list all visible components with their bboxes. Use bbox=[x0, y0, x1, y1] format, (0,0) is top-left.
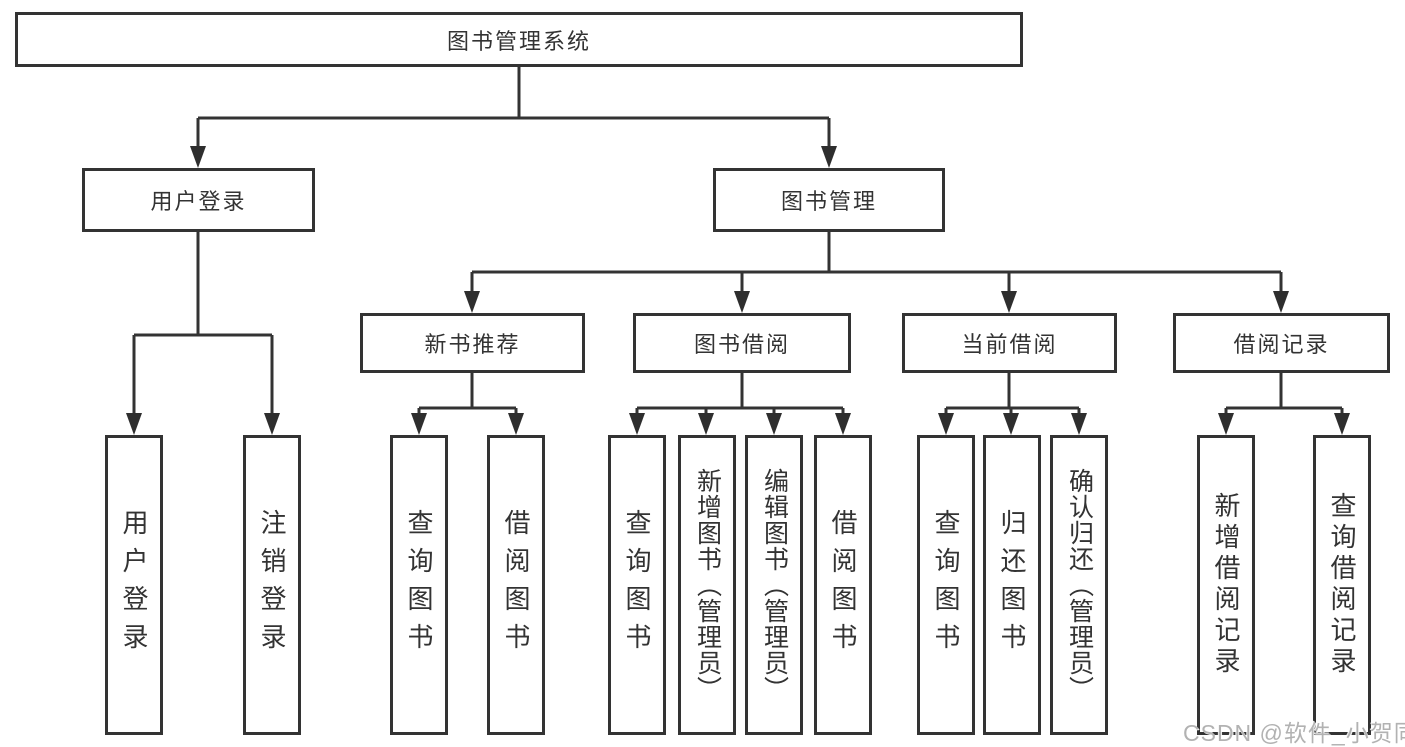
node-current-borrow: 当前借阅 bbox=[902, 313, 1117, 373]
node-user-login: 用户登录 bbox=[82, 168, 315, 232]
leaf-label: 编辑图书（管理员） bbox=[760, 468, 789, 702]
arrow-down-icon bbox=[1001, 291, 1017, 313]
leaf-borrow-books-recommend: 借阅图书 bbox=[487, 435, 545, 735]
node-borrow-records: 借阅记录 bbox=[1173, 313, 1390, 373]
leaf-add-book-admin: 新增图书（管理员） bbox=[678, 435, 736, 735]
connector-current-borrow-to-leaves bbox=[938, 373, 1087, 435]
leaf-label: 查询图书 bbox=[931, 509, 961, 661]
arrow-down-icon bbox=[835, 413, 851, 435]
leaf-label: 用户登录 bbox=[119, 509, 149, 661]
leaf-edit-book-admin: 编辑图书（管理员） bbox=[745, 435, 803, 735]
arrow-down-icon bbox=[508, 413, 524, 435]
node-new-book-recommend: 新书推荐 bbox=[360, 313, 585, 373]
leaf-return-books: 归还图书 bbox=[983, 435, 1041, 735]
leaf-label: 归还图书 bbox=[997, 509, 1027, 661]
leaf-query-borrow-record: 查询借阅记录 bbox=[1313, 435, 1371, 735]
arrow-down-icon bbox=[1334, 413, 1350, 435]
arrow-down-icon bbox=[821, 146, 837, 168]
leaf-label: 查询借阅记录 bbox=[1327, 492, 1357, 678]
arrow-down-icon bbox=[766, 413, 782, 435]
connector-user-login-to-leaves bbox=[126, 232, 280, 435]
node-library-management-system: 图书管理系统 bbox=[15, 12, 1023, 67]
arrow-down-icon bbox=[190, 146, 206, 168]
leaf-label: 查询图书 bbox=[404, 509, 434, 661]
connector-borrow-records-to-leaves bbox=[1218, 373, 1350, 435]
arrow-down-icon bbox=[1003, 413, 1019, 435]
arrow-down-icon bbox=[1071, 413, 1087, 435]
leaf-label: 注销登录 bbox=[257, 509, 287, 661]
arrow-down-icon bbox=[629, 413, 645, 435]
node-book-management: 图书管理 bbox=[713, 168, 945, 232]
leaf-label: 借阅图书 bbox=[828, 509, 858, 661]
arrow-down-icon bbox=[734, 291, 750, 313]
leaf-query-books-recommend: 查询图书 bbox=[390, 435, 448, 735]
leaf-label: 新增借阅记录 bbox=[1211, 492, 1241, 678]
leaf-borrow-books: 借阅图书 bbox=[814, 435, 872, 735]
arrow-down-icon bbox=[698, 413, 714, 435]
arrow-down-icon bbox=[264, 413, 280, 435]
leaf-add-borrow-record: 新增借阅记录 bbox=[1197, 435, 1255, 735]
csdn-watermark: CSDN @软件_小贺同学 bbox=[1183, 720, 1405, 746]
leaf-query-books-current: 查询图书 bbox=[917, 435, 975, 735]
arrow-down-icon bbox=[1218, 413, 1234, 435]
connector-book-management-to-level2 bbox=[464, 232, 1289, 313]
leaf-label: 新增图书（管理员） bbox=[693, 468, 722, 702]
leaf-logout: 注销登录 bbox=[243, 435, 301, 735]
arrow-down-icon bbox=[464, 291, 480, 313]
arrow-down-icon bbox=[126, 413, 142, 435]
arrow-down-icon bbox=[1273, 291, 1289, 313]
node-book-borrow: 图书借阅 bbox=[633, 313, 851, 373]
leaf-label: 借阅图书 bbox=[501, 509, 531, 661]
leaf-label: 查询图书 bbox=[622, 509, 652, 661]
leaf-label: 确认归还（管理员） bbox=[1065, 468, 1094, 702]
leaf-query-books-borrow: 查询图书 bbox=[608, 435, 666, 735]
connector-root-to-level1 bbox=[190, 67, 837, 168]
connector-book-borrow-to-leaves bbox=[629, 373, 851, 435]
arrow-down-icon bbox=[938, 413, 954, 435]
connector-new-book-recommend-to-leaves bbox=[411, 373, 524, 435]
leaf-user-login: 用户登录 bbox=[105, 435, 163, 735]
arrow-down-icon bbox=[411, 413, 427, 435]
leaf-confirm-return-admin: 确认归还（管理员） bbox=[1050, 435, 1108, 735]
